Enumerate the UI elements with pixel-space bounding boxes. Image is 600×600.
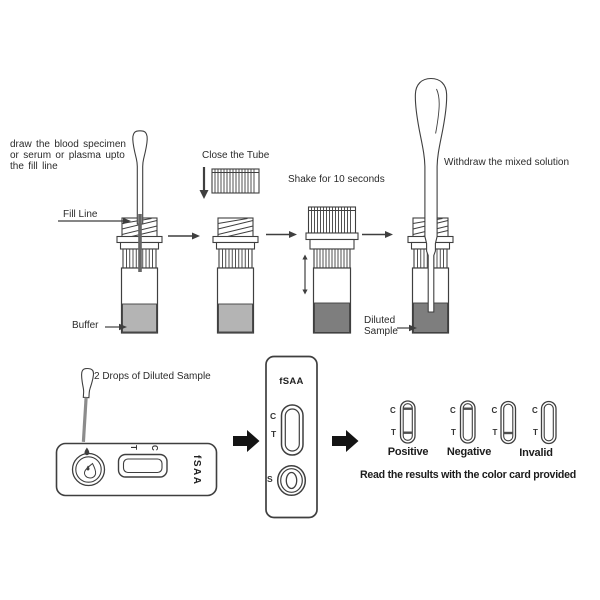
drops-label: 2 Drops of Diluted Sample — [94, 371, 211, 382]
step1-instruction: draw the blood specimen or serum or plas… — [10, 139, 138, 172]
diluted-sample-label: Diluted Sample — [364, 315, 398, 337]
positive-c-label: C — [390, 406, 396, 415]
cap-illustration — [211, 168, 260, 194]
sample-dropper — [81, 367, 95, 442]
cassette-h-c-label: C — [150, 445, 159, 451]
diluted-label-line: Sample — [364, 326, 398, 337]
shake-label: Shake for 10 seconds — [288, 174, 385, 185]
negative-result-label: Negative — [446, 446, 492, 458]
instruction-line: draw the blood specimen — [10, 139, 126, 150]
instruction-line: the fill line — [10, 161, 58, 172]
flow-arrow-1 — [233, 430, 260, 452]
negative-c-label: C — [450, 406, 456, 415]
specimen-dropper — [132, 130, 148, 272]
result-window-invalid-2 — [540, 400, 557, 445]
arrow-step2-3 — [266, 231, 297, 238]
arrow-step1-2 — [168, 232, 200, 240]
invalid2-c-label: C — [532, 406, 538, 415]
result-window-negative — [459, 400, 476, 444]
cassette-h-t-label: T — [129, 445, 138, 450]
fill-line-pointer — [58, 217, 131, 225]
result-window-invalid-1 — [500, 400, 517, 445]
buffer-pointer — [105, 323, 127, 331]
cassette-v-brand: fSAA — [279, 376, 304, 387]
shake-motion-arrow — [302, 254, 308, 295]
negative-t-label: T — [451, 428, 456, 437]
positive-result-label: Positive — [387, 446, 429, 458]
invalid1-t-label: T — [492, 428, 498, 437]
flow-arrow-2 — [332, 430, 359, 452]
tube-step3-closed — [305, 206, 359, 334]
cassette-v-c-label: C — [270, 411, 277, 421]
cassette-vertical — [265, 355, 318, 519]
diluted-sample-pointer — [397, 324, 417, 332]
tube-step1 — [116, 217, 163, 334]
well-drop-icon — [84, 462, 97, 479]
cassette-v-s-label: S — [267, 474, 273, 484]
mixing-dropper — [414, 77, 448, 313]
withdraw-label: Withdraw the mixed solution — [444, 157, 570, 168]
cassette-h-brand: fSAA — [191, 455, 202, 486]
instruction-line: or serum or plasma upto — [10, 150, 125, 161]
invalid-result-label: Invalid — [519, 447, 553, 459]
buffer-label: Buffer — [72, 320, 99, 331]
result-window-positive — [399, 400, 416, 444]
arrow-step3-4 — [362, 231, 393, 238]
close-tube-label: Close the Tube — [202, 150, 270, 161]
invalid2-t-label: T — [533, 428, 538, 437]
fill-line-label: Fill Line — [63, 209, 98, 220]
falling-drop-icon — [84, 447, 90, 456]
positive-t-label: T — [391, 428, 396, 437]
tube-step2 — [212, 217, 259, 334]
cassette-v-t-label: T — [271, 429, 277, 439]
close-tube-down-arrow — [199, 167, 209, 199]
diluted-label-line: Diluted — [364, 315, 396, 326]
cassette-horizontal — [55, 442, 218, 497]
invalid1-c-label: C — [491, 406, 498, 415]
read-results-note: Read the results with the color card pro… — [360, 469, 576, 481]
